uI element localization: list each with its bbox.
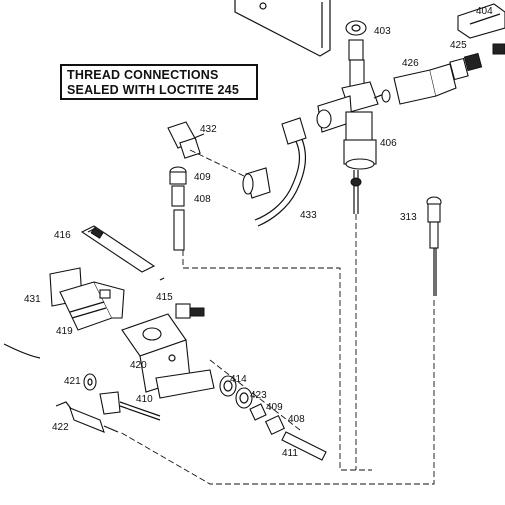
callout-414: 414	[230, 374, 247, 385]
part-432-elbow	[167, 121, 205, 159]
part-406-valve-body	[316, 59, 391, 214]
callout-433: 433	[300, 210, 317, 221]
note-line-2: SEALED WITH LOCTITE 245	[67, 83, 239, 97]
lower-fittings	[219, 375, 327, 461]
callout-425: 425	[450, 40, 467, 51]
part-404-clip	[457, 3, 505, 39]
part-410-pilot	[99, 391, 161, 421]
part-419-shield	[59, 281, 125, 331]
callout-415: 415	[156, 292, 173, 303]
part-415-screw	[175, 303, 205, 319]
part-416-plate	[80, 225, 156, 273]
part-421-ring	[83, 373, 97, 391]
callout-416: 416	[54, 230, 71, 241]
assembly-guide-lines	[119, 149, 435, 485]
callout-423: 423	[250, 390, 267, 401]
part-403-nut	[345, 20, 367, 61]
callout-404: 404	[476, 6, 493, 17]
callout-421: 421	[64, 376, 81, 387]
callout-420: 420	[130, 360, 147, 371]
callout-409-lower: 409	[266, 402, 283, 413]
callout-410: 410	[136, 394, 153, 405]
note-line-1: THREAD CONNECTIONS	[67, 68, 219, 82]
part-426-fitting	[393, 52, 483, 105]
callout-432: 432	[200, 124, 217, 135]
part-313-thermocouple	[426, 196, 442, 296]
part-422-ignitor	[55, 401, 119, 433]
part-409-408-upper	[169, 166, 187, 251]
callout-422: 422	[52, 422, 69, 433]
callout-403: 403	[374, 26, 391, 37]
callout-406: 406	[380, 138, 397, 149]
callout-labels: 403 404 425 426 406 432 409 408 433 313 …	[24, 6, 493, 459]
callout-313: 313	[400, 212, 417, 223]
callout-419: 419	[56, 326, 73, 337]
callout-426: 426	[402, 58, 419, 69]
loctite-note-box: THREAD CONNECTIONS SEALED WITH LOCTITE 2…	[60, 64, 258, 100]
part-425-screw	[492, 43, 505, 55]
part-420-bracket	[121, 313, 215, 399]
callout-411: 411	[282, 448, 298, 459]
part-433-tube	[242, 117, 307, 227]
callout-431: 431	[24, 294, 41, 305]
callout-409-upper: 409	[194, 172, 211, 183]
callout-408-lower: 408	[288, 414, 305, 425]
mounting-bracket	[234, 0, 331, 57]
callout-408-upper: 408	[194, 194, 211, 205]
